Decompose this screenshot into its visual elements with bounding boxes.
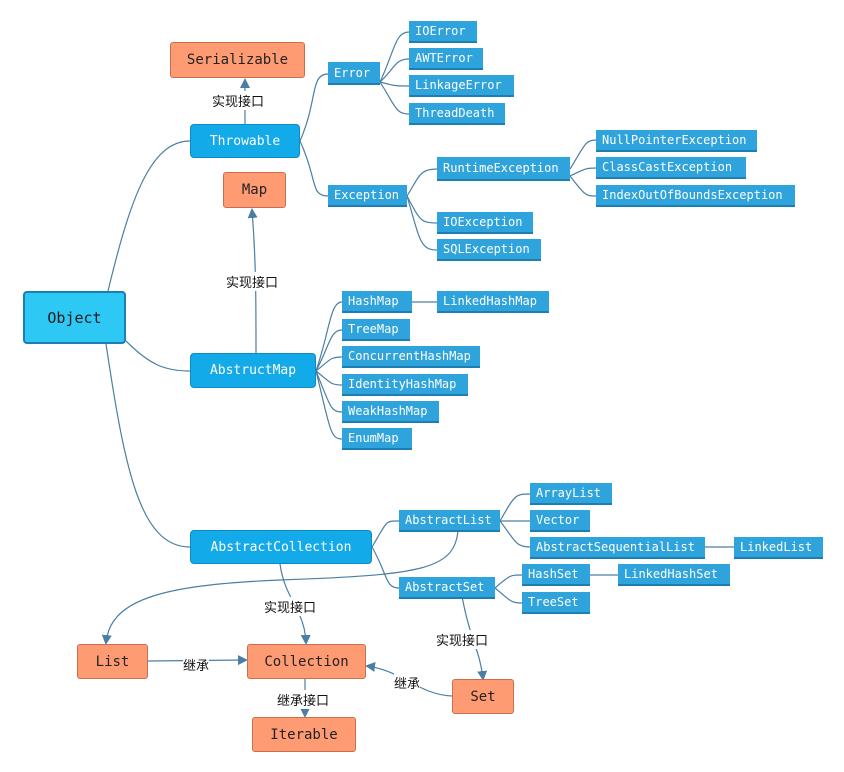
node-ioerror: IOError — [409, 21, 477, 43]
label-iterable-extends: 继承接口 — [277, 690, 330, 709]
node-linkedhashset: LinkedHashSet — [618, 564, 730, 586]
label-list-extends: 继承 — [183, 655, 210, 674]
node-collection: Collection — [247, 644, 366, 679]
node-nullpointerexception: NullPointerException — [596, 130, 757, 152]
node-set: Set — [452, 679, 514, 714]
node-error: Error — [328, 62, 380, 85]
node-hashset: HashSet — [522, 564, 590, 586]
edge-object-throwable — [107, 140, 191, 292]
node-arraylist: ArrayList — [530, 483, 612, 505]
edge-object-abstractmap — [125, 340, 191, 372]
edge-abstractlist-list — [101, 529, 459, 645]
node-treemap: TreeMap — [342, 319, 410, 341]
node-classcastexception: ClassCastException — [596, 157, 746, 179]
node-exception: Exception — [328, 185, 407, 207]
node-vector: Vector — [530, 510, 590, 532]
node-enummap: EnumMap — [342, 428, 412, 450]
label-set-extends: 继承 — [394, 673, 421, 692]
node-sqlexception: SQLException — [437, 239, 541, 261]
node-abstractcollection: AbstractCollection — [190, 530, 372, 564]
node-abstractsequentiallist: AbstractSequentialList — [530, 537, 705, 559]
node-identityhashmap: IdentityHashMap — [342, 374, 468, 396]
label-map-impl: 实现接口 — [226, 272, 279, 291]
node-threaddeath: ThreadDeath — [409, 103, 505, 125]
node-weakhashmap: WeakHashMap — [342, 401, 439, 423]
node-treeset: TreeSet — [522, 592, 590, 614]
node-object: Object — [23, 291, 126, 344]
edge-throwable-error — [299, 73, 329, 142]
node-concurrenthashmap: ConcurrentHashMap — [342, 346, 480, 368]
node-iterable: Iterable — [252, 717, 356, 752]
node-linkedlist: LinkedList — [734, 537, 823, 559]
node-runtimeexception: RuntimeException — [437, 157, 570, 181]
node-throwable: Throwable — [190, 124, 300, 158]
node-abstractlist: AbstractList — [399, 510, 500, 532]
edge-throwable-exception — [299, 140, 329, 197]
node-map: Map — [223, 172, 286, 208]
node-indexoutofboundsexception: IndexOutOfBoundsException — [596, 185, 795, 207]
node-awterror: AWTError — [409, 48, 483, 70]
node-linkedhashmap: LinkedHashMap — [437, 291, 549, 313]
node-serializable: Serializable — [170, 42, 305, 78]
node-abstractset: AbstractSet — [399, 577, 495, 599]
node-hashmap: HashMap — [342, 291, 412, 313]
node-linkageerror: LinkageError — [409, 75, 514, 97]
label-set-impl: 实现接口 — [436, 630, 489, 649]
node-list: List — [77, 644, 148, 679]
node-abstractmap: AbstructMap — [190, 353, 316, 388]
node-ioexception: IOException — [437, 212, 533, 234]
edge-object-abstractcollection — [105, 343, 191, 548]
label-serializable-impl: 实现接口 — [212, 91, 265, 110]
label-collection-impl: 实现接口 — [264, 597, 317, 616]
